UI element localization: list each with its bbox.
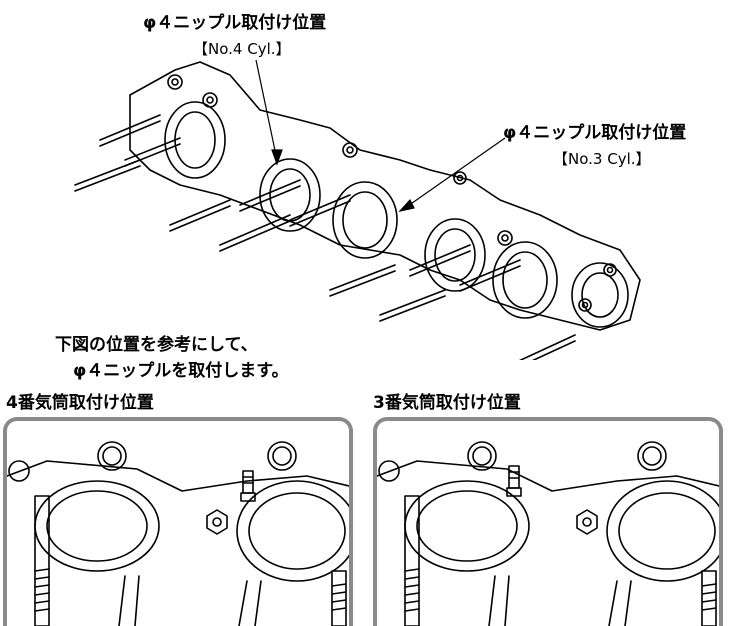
no4-callout-title: φ４ニップル取付け位置 [143,13,327,33]
right-detail-drawing [377,441,719,626]
right-detail-panel [373,417,723,626]
left-detail-drawing [7,441,349,626]
left-panel-title: 4番気筒取付け位置 [6,393,154,413]
intake-manifold-illustration [74,59,641,360]
instruction-line-1: 下図の位置を参考にして、 [55,335,258,355]
instruction-line-2: φ４ニップルを取付します。 [73,361,289,381]
right-panel-title: 3番気筒取付け位置 [373,393,521,413]
no4-callout-subtitle: 【No.4 Cyl.】 [193,40,291,58]
left-detail-panel [3,417,353,626]
no3-callout-title: φ４ニップル取付け位置 [503,123,687,143]
no3-callout-subtitle: 【No.3 Cyl.】 [553,150,651,168]
